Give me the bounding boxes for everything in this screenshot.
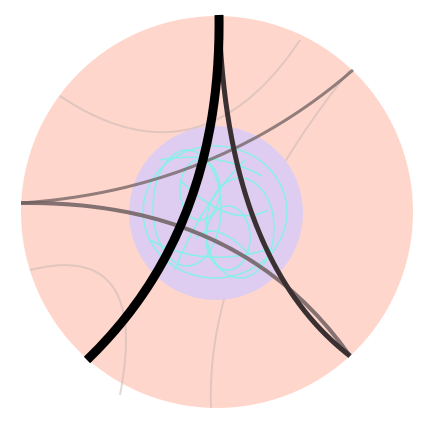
faint-geodesic — [29, 264, 127, 396]
geodesic-lower — [20, 200, 352, 358]
geodesic-right — [216, 14, 352, 358]
inner-loop — [142, 145, 288, 279]
inner-disk — [129, 126, 303, 300]
inner-arc — [174, 159, 246, 271]
geodesic-main — [83, 14, 224, 364]
faint-geodesic — [59, 39, 301, 134]
inner-arc — [149, 239, 273, 259]
